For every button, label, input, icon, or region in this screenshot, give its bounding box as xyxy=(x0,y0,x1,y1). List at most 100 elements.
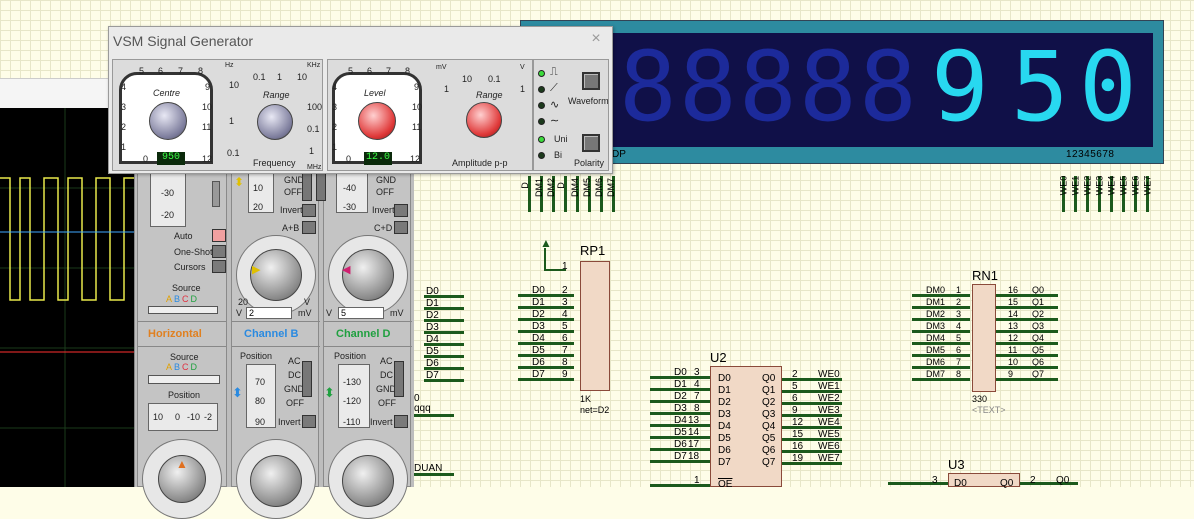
channel-d-invert-button-2[interactable] xyxy=(394,415,408,428)
close-button[interactable]: × xyxy=(591,30,601,47)
u3-pin-in: D0 xyxy=(954,478,967,489)
scope-column-a: -30 -20 ◆ Auto One-Shot Cursors Source A… xyxy=(137,170,227,519)
channel-d-scale: -40 -30 xyxy=(336,173,368,213)
channel-b-yellow-arrow-icon: ⬍ xyxy=(234,175,245,189)
cursors-button[interactable] xyxy=(212,260,226,273)
channel-d-coupling-slider[interactable] xyxy=(394,361,404,397)
bi-label: Bi xyxy=(554,150,563,160)
level-knob[interactable] xyxy=(358,102,396,140)
one-shot-button[interactable] xyxy=(212,245,226,258)
digit-4: 8 xyxy=(799,31,857,143)
frequency-section-label: Frequency xyxy=(253,158,296,168)
channel-d-position-scale[interactable]: -130 -120 -110 xyxy=(338,364,370,428)
rp1-name: RP1 xyxy=(580,243,606,258)
channel-b-coupling-slider[interactable] xyxy=(302,361,312,397)
channel-b-blue-arrow-icon: ⬍ xyxy=(232,385,243,400)
seven-segment-screen: 8 8 8 8 8 9 5 0 xyxy=(613,33,1153,147)
digit-1: 8 xyxy=(619,31,677,143)
channel-b-add-button[interactable] xyxy=(302,221,316,234)
background-window-titlebar xyxy=(0,78,112,108)
centre-value-display: 950 xyxy=(157,152,185,165)
channel-d-volt-input[interactable]: 5 xyxy=(338,307,384,319)
rn1-body[interactable] xyxy=(972,284,996,392)
channel-b-volt-input[interactable]: 2 xyxy=(246,307,292,319)
timebase-marker-icon: ▲ xyxy=(176,457,188,471)
rn1-name: RN1 xyxy=(972,268,999,283)
centre-knob[interactable] xyxy=(149,102,187,140)
channel-b-lower-knob[interactable] xyxy=(250,455,302,507)
level-dial-frame xyxy=(332,72,422,164)
source-slider[interactable] xyxy=(148,306,218,314)
square-wave-icon: ⎍ xyxy=(550,66,558,78)
frequency-range-knob[interactable] xyxy=(257,104,293,140)
digit-5: 8 xyxy=(859,31,917,143)
rp1-body[interactable] xyxy=(580,261,610,391)
display-we-pins: WE0 WE1 WE2 WE3 WE4 WE5 WE6 WE7 xyxy=(1054,164,1160,214)
digit-8: 0 xyxy=(1079,31,1137,143)
uni-label: Uni xyxy=(554,134,568,144)
channel-d-marker-icon: ◀ xyxy=(342,264,351,276)
digit-7: 5 xyxy=(1011,31,1069,143)
rn1-text: <TEXT> xyxy=(972,405,1006,415)
source-letters: ABCD xyxy=(166,294,200,304)
scope-traces xyxy=(0,108,136,487)
channel-d-header: Channel D xyxy=(324,321,412,347)
centre-label: Centre xyxy=(153,88,181,98)
cursors-label: Cursors xyxy=(174,262,206,272)
scope-control-panel: -30 -20 ◆ Auto One-Shot Cursors Source A… xyxy=(134,170,414,519)
one-shot-label: One-Shot xyxy=(174,247,213,257)
u3-pin-out: Q0 xyxy=(1000,478,1014,489)
triangle-wave-icon: ∿ xyxy=(550,99,560,111)
channel-d-invert-button[interactable] xyxy=(394,204,408,217)
square-led xyxy=(538,70,545,77)
uni-led xyxy=(538,136,545,143)
level-label: Level xyxy=(364,88,386,98)
channel-d-volt-knob[interactable] xyxy=(342,249,394,301)
channel-a-slider[interactable] xyxy=(212,181,220,207)
signal-generator-title: VSM Signal Generator xyxy=(113,33,254,49)
channel-a-trace xyxy=(0,177,136,301)
rp1-net: net=D2 xyxy=(580,405,610,415)
channel-b-invert-button[interactable] xyxy=(302,204,316,217)
waveform-label: Waveform xyxy=(568,96,609,106)
polarity-label: Polarity xyxy=(574,158,605,168)
u3-name: U3 xyxy=(948,457,965,472)
channel-b-coupling-switch[interactable] xyxy=(302,173,312,201)
channel-b-invert-button-2[interactable] xyxy=(302,415,316,428)
digit-6: 9 xyxy=(931,31,989,143)
h-source-slider[interactable] xyxy=(148,375,220,384)
channel-b-position-scale[interactable]: 70 80 90 xyxy=(246,364,276,428)
amplitude-panel: 5 6 7 8 4 9 3 10 2 11 1 0 12 Level 12.0 … xyxy=(327,59,533,171)
waveform-button[interactable] xyxy=(582,72,600,90)
channel-b-scale: 10 20 xyxy=(248,173,274,213)
u2-body[interactable] xyxy=(710,366,782,487)
channel-d-lower-knob[interactable] xyxy=(342,455,394,507)
duan-wire xyxy=(414,473,454,476)
sine-led xyxy=(538,118,545,125)
amplitude-range-knob[interactable] xyxy=(466,102,502,138)
frequency-range-label: Range xyxy=(263,90,290,100)
signal-generator-window[interactable]: VSM Signal Generator × 5 6 7 8 4 9 3 10 … xyxy=(108,26,613,174)
amplitude-range-label: Range xyxy=(476,90,503,100)
channel-d-add-button[interactable] xyxy=(394,221,408,234)
triangle-led xyxy=(538,102,545,109)
channel-b-header: Channel B xyxy=(232,321,320,347)
auto-button[interactable] xyxy=(212,229,226,242)
scope-column-b: ⬍ 10 20 GND OFF Invert A+B ▶ 20 V V 2 mV… xyxy=(231,170,320,519)
digit-2: 8 xyxy=(679,31,737,143)
auto-label: Auto xyxy=(174,231,193,241)
amplitude-section-label: Amplitude p-p xyxy=(452,158,508,168)
channel-b-volt-knob[interactable] xyxy=(250,249,302,301)
channel-c-coupling-switch[interactable] xyxy=(316,173,326,201)
source-label: Source xyxy=(172,283,201,293)
h-position-scale[interactable]: 10 0 -10 -2 xyxy=(148,403,218,431)
h-position-label: Position xyxy=(168,390,201,400)
polarity-button[interactable] xyxy=(582,134,600,152)
horizontal-header: Horizontal xyxy=(138,321,226,347)
dp-label: DP xyxy=(612,149,626,160)
display-pin-numbers: 12345678 xyxy=(1066,149,1115,160)
